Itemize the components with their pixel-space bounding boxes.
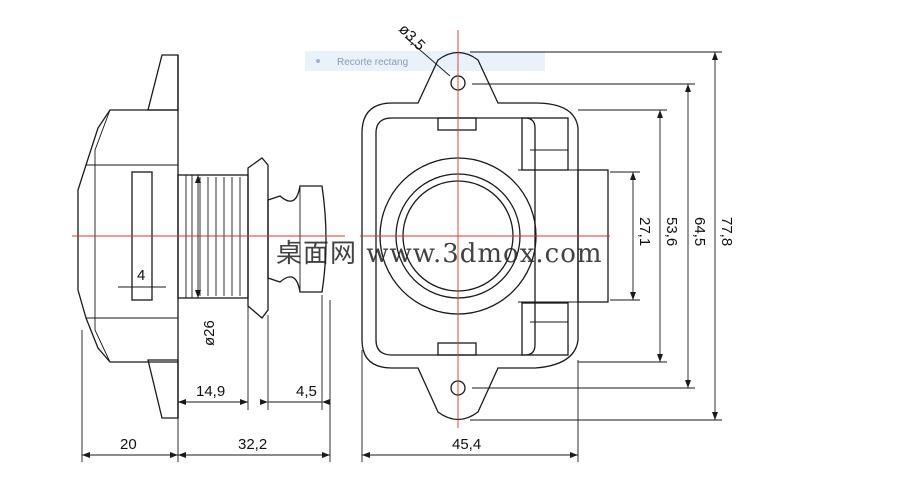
push-button <box>267 185 327 293</box>
flange-bottom-wing <box>147 359 179 419</box>
front-plate <box>361 51 579 421</box>
dim-total-height: 77,8 <box>718 217 735 246</box>
dim-body-depth: 32,2 <box>238 436 267 453</box>
latch-block-top <box>521 117 569 171</box>
dim-hole-spacing: 64,5 <box>691 217 708 246</box>
dimension-lines <box>81 36 722 462</box>
top-tab <box>437 117 477 131</box>
dim-body-diameter: ø26 <box>201 320 218 346</box>
dim-button-head: 4,5 <box>296 383 317 400</box>
dim-housing-height: 53,6 <box>663 217 680 246</box>
bottom-tab <box>437 342 477 356</box>
housing-outline <box>77 109 178 363</box>
thread-lines <box>185 175 241 298</box>
dim-flange-depth: 20 <box>120 436 137 453</box>
collar <box>247 157 269 319</box>
dim-hole-diameter: ø3,5 <box>395 21 428 54</box>
ghost-tooltip-text: Recorte rectang <box>337 57 408 68</box>
dimension-arrows <box>82 52 718 458</box>
threaded-body <box>177 174 249 299</box>
side-view <box>77 54 327 419</box>
flange-top-wing <box>147 54 179 111</box>
dim-slot-width: 4 <box>137 267 145 284</box>
dim-body-width: 45,4 <box>452 436 481 453</box>
dim-button-depth: 14,9 <box>196 383 225 400</box>
ghost-tooltip: Recorte rectang <box>305 51 545 71</box>
dim-window-height: 27,1 <box>636 217 653 246</box>
centerlines <box>72 30 610 428</box>
latch-block-bottom <box>521 302 569 356</box>
watermark: 桌面网 www.3dmox.com <box>276 239 603 269</box>
